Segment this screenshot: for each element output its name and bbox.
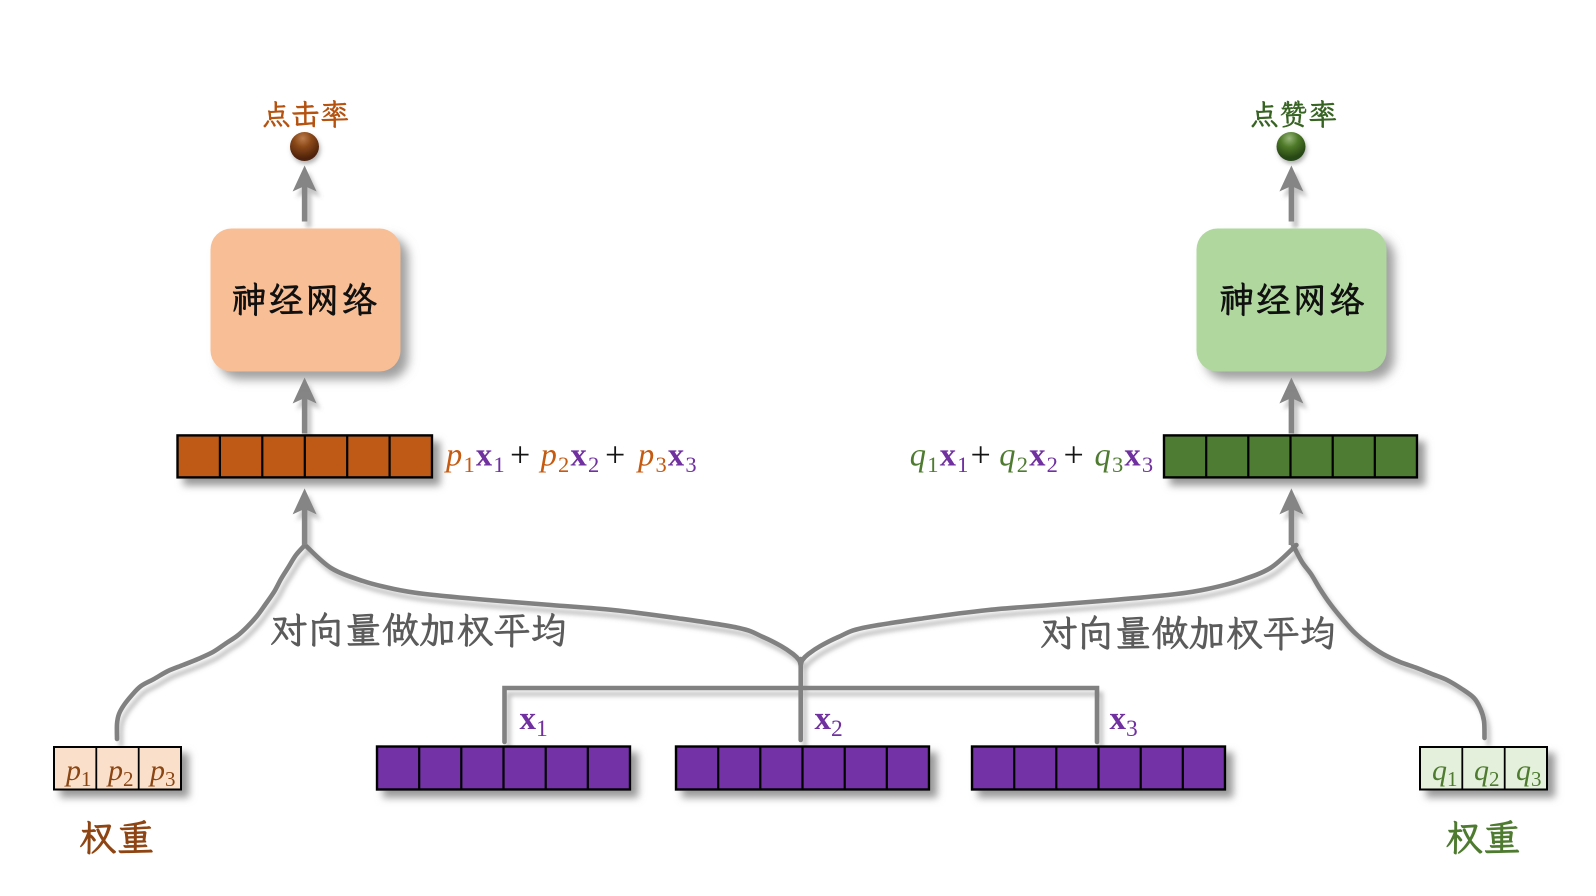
svg-text:p2x2: p2x2: [539, 438, 601, 478]
svg-text:+: +: [510, 435, 530, 475]
svg-text:p3x3: p3x3: [636, 438, 698, 478]
svg-text:q2x2: q2x2: [999, 438, 1059, 478]
svg-text:q3x3: q3x3: [1095, 438, 1155, 478]
svg-text:+: +: [605, 435, 625, 475]
svg-text:q1x1: q1x1: [910, 438, 970, 478]
svg-text:+: +: [971, 435, 991, 475]
svg-text:+: +: [1064, 435, 1084, 475]
svg-text:p1x1: p1x1: [444, 438, 506, 478]
